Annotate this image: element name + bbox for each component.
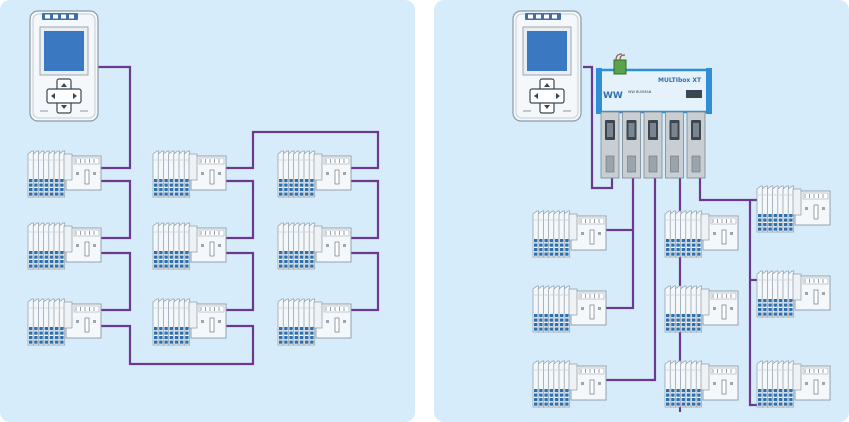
cable-io-6-to-io-5 [225, 251, 255, 312]
io-module-right-9 [756, 360, 831, 408]
io-module-left-4 [152, 150, 227, 198]
cable-io-7-to-io-8 [350, 179, 380, 240]
io-module-left-3 [27, 298, 102, 346]
cable-port-4-to-io [698, 175, 760, 202]
io-module-right-3 [532, 360, 607, 408]
io-module-left-7 [277, 150, 352, 198]
io-module-left-5 [152, 222, 227, 270]
io-module-left-8 [277, 222, 352, 270]
multiplexer-module [643, 111, 663, 179]
cable-io-8-to-io-9 [350, 251, 380, 312]
cable-port-1-b [605, 230, 635, 310]
green-connector-icon [613, 59, 627, 75]
multiplexer-logo: WW [603, 91, 623, 101]
screen [527, 31, 567, 71]
cable-io-3-to-io-6 [100, 324, 255, 366]
cable-io-5-to-io-4 [225, 179, 255, 240]
multiplexer-module [600, 111, 620, 179]
badge-icon [686, 90, 702, 98]
io-module-right-1 [532, 210, 607, 258]
cable-io-4-to-io-7 [225, 130, 380, 170]
io-module-right-4 [664, 210, 739, 258]
io-module-right-7 [756, 185, 831, 233]
io-module-right-6 [664, 360, 739, 408]
cable-io-1-to-io-2 [100, 179, 132, 240]
multiplexer-module [686, 111, 706, 179]
io-module-left-1 [27, 150, 102, 198]
io-module-left-6 [152, 298, 227, 346]
io-module-right-5 [664, 285, 739, 333]
screen [44, 31, 84, 71]
cable-terminal-to-multiplexer [583, 65, 614, 190]
handheld-terminal-right [512, 10, 582, 122]
multiplexer-brand: MULTIbox XT [658, 77, 702, 84]
multiplexer-label: WW BUSMAN [628, 90, 652, 94]
cable-terminal-to-io-1 [98, 65, 132, 170]
io-module-right-8 [756, 270, 831, 318]
io-module-left-2 [27, 222, 102, 270]
io-module-right-2 [532, 285, 607, 333]
dpad-icon [529, 78, 565, 114]
dpad-icon [46, 78, 82, 114]
multiplexer-module [665, 111, 684, 179]
multiplexer-module [622, 111, 641, 179]
cable-port-2 [605, 175, 657, 382]
multiplexer-hub: MULTIbox XT WW WW BUSMAN [596, 53, 712, 179]
cable-port-1-a [605, 175, 635, 232]
io-module-left-9 [277, 298, 352, 346]
handheld-terminal-left [29, 10, 99, 122]
cable-io-2-to-io-3 [100, 251, 132, 312]
